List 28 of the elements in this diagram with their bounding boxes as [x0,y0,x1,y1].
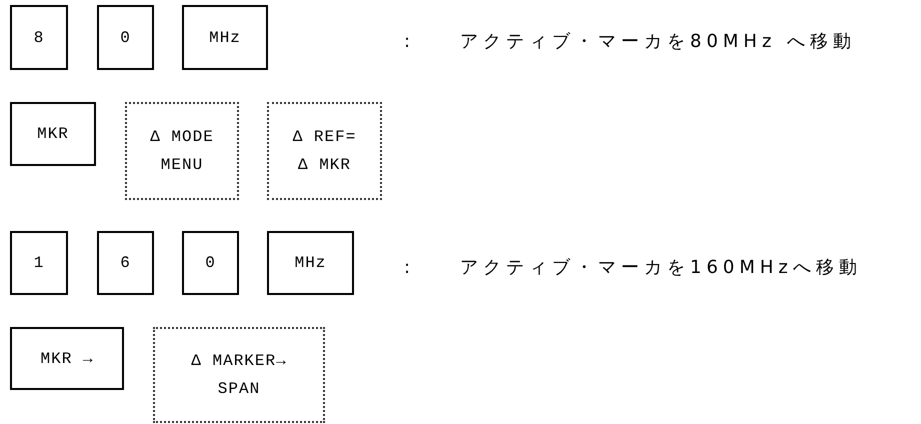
softkey-box [267,102,382,200]
key-label: MKR [37,124,69,145]
key-box [10,5,68,70]
key-label: MHz [209,28,241,48]
softkey-box [153,327,325,423]
key-label: 8 [34,28,44,48]
key-box [97,5,154,70]
key-box [10,231,68,295]
softkey-box [125,102,239,200]
key-box [10,102,96,166]
description-text: アクティブ・マーカを160MHzへ移動 [460,256,862,280]
key-box [182,5,268,70]
key-label: MHz [294,253,326,274]
description-text: アクティブ・マーカを80MHz へ移動 [460,30,856,54]
key-box [10,327,124,390]
key-label: 0 [205,253,216,274]
key-label: MKR → [40,348,94,370]
key-box [182,231,239,295]
key-label: Δ MARKER→ SPAN [191,351,287,400]
key-label: 6 [120,253,131,274]
key-label: Δ MODE MENU [149,127,215,176]
key-label: Δ REF= Δ MKR [292,127,358,176]
key-label: 1 [34,253,44,274]
colon-separator: : [404,256,416,280]
colon-separator: : [404,30,416,54]
key-box [97,231,154,295]
key-box [267,231,354,295]
key-label: 0 [120,28,131,48]
